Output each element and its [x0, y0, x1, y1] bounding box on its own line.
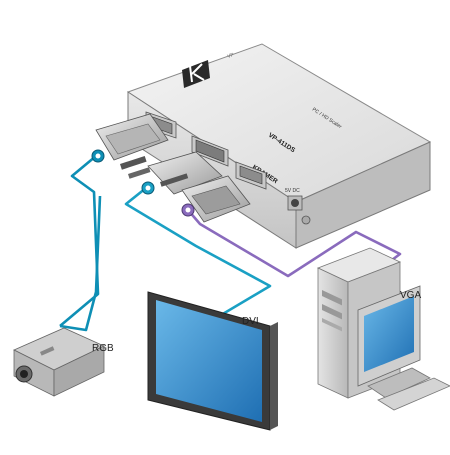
rgb-cable-connector [91, 113, 169, 179]
power-label: 5V DC [285, 188, 300, 194]
rgb-cable [59, 155, 102, 332]
pc-monitor [357, 285, 450, 411]
vga-cable [187, 209, 402, 278]
projector [13, 327, 105, 397]
vga-label: VGA [400, 290, 422, 301]
device-top-marking: VP [227, 52, 236, 60]
scaler-device: VP KRAMER VP-411DS PC / HD Scaler 5V DC [126, 43, 432, 249]
vga-output-port [235, 161, 267, 190]
device-side [295, 141, 431, 249]
dvi-output-port [191, 135, 229, 167]
flat-panel-display [147, 291, 278, 431]
vga-cable-connector [181, 175, 251, 223]
dvi-label: DVI [242, 316, 259, 327]
power-port [287, 195, 303, 211]
ground-screw [301, 215, 311, 225]
dvi-cable-connector [141, 151, 223, 195]
rgb-label: RGB [92, 343, 114, 354]
dvi-cable [124, 186, 272, 320]
kramer-logo [182, 60, 210, 88]
